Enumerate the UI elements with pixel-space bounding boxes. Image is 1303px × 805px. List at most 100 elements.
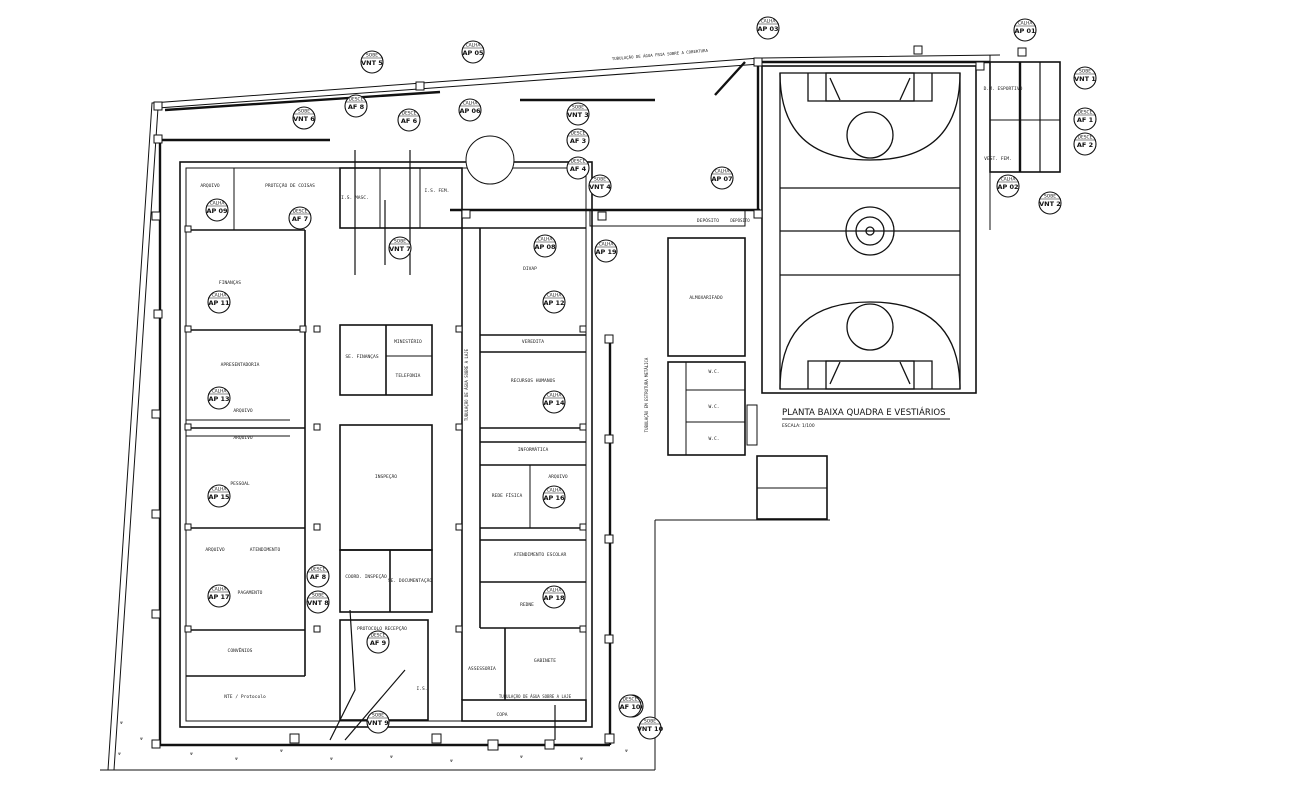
room-label: ATENDIMENTO ESCOLAR: [514, 552, 567, 558]
callout-code: AP 01: [1014, 27, 1036, 35]
svg-text:ᴪ: ᴪ: [190, 752, 193, 757]
callout-code: VNT 6: [293, 115, 315, 123]
callout-code: AF 6: [401, 117, 418, 125]
callout-circle: [388, 236, 412, 260]
room-label: APRESENTADORIA: [221, 362, 260, 368]
callout-kind: SOBE: [594, 177, 606, 183]
room-label: D.M. ESPORTIVO: [984, 86, 1023, 92]
callout-circle: [566, 128, 590, 152]
room-label: W.C.: [708, 404, 719, 410]
callout-code: VNT 2: [1039, 200, 1061, 208]
callout-code: VNT 3: [567, 111, 589, 119]
callout-code: AP 07: [711, 175, 732, 183]
callout-code: AP 12: [543, 299, 564, 307]
svg-text:ᴪ: ᴪ: [120, 721, 123, 726]
callout-circle: [566, 102, 590, 126]
room-label: GABINETE: [534, 658, 556, 664]
callout-circle: [638, 716, 662, 740]
callout-code: VNT 7: [389, 245, 411, 253]
room-label: DIVAP: [523, 266, 537, 272]
callout-circle: [306, 590, 330, 614]
callout-code: AP 19: [595, 248, 617, 256]
room-label: I.S.: [416, 686, 427, 692]
callout-code: AP 17: [208, 593, 229, 601]
room-label: COORD. INSPEÇÃO: [345, 573, 387, 580]
svg-text:ᴪ: ᴪ: [280, 749, 283, 754]
callout-code: AP 06: [459, 107, 481, 115]
callout-circle: [1073, 132, 1097, 156]
svg-text:ᴪ: ᴪ: [625, 749, 628, 754]
room-label: INFORMÁTICA: [518, 446, 549, 453]
callout-circle: [542, 485, 566, 509]
callout-kind: DESCE: [311, 567, 326, 573]
svg-text:ᴪ: ᴪ: [330, 757, 333, 762]
callout-circle: [207, 290, 231, 314]
callout-kind: CALHA: [715, 169, 730, 175]
callout-kind: SOBE: [572, 105, 584, 111]
room-label: FINANÇAS: [219, 280, 241, 286]
callout-circle: [458, 98, 482, 122]
callout-kind: CALHA: [547, 293, 562, 299]
callout-kind: CALHA: [210, 201, 225, 207]
callout-code: AP 09: [206, 207, 228, 215]
room-label: REDNE: [520, 602, 534, 608]
callout-kind: DESCE: [1078, 135, 1093, 141]
callout-code: AP 08: [534, 243, 556, 251]
callout-kind: SOBE: [372, 713, 384, 719]
callout-circle: [1073, 66, 1097, 90]
room-label: PESSOAL: [230, 481, 250, 487]
callout-circle: [618, 694, 642, 718]
room-label: SE. DOCUMENTAÇÃO: [388, 577, 432, 584]
drawing-scale: ESCALA: 1/100: [782, 423, 815, 429]
room-label: COPA: [496, 712, 507, 718]
room-label: ASSESSORIA: [468, 666, 496, 672]
callout-circle: [397, 108, 421, 132]
callout-kind: CALHA: [547, 393, 562, 399]
callout-circle: [207, 584, 231, 608]
room-label: PAGAMENTO: [238, 590, 263, 596]
pipe-network: [158, 60, 1041, 747]
room-label: PROTEÇÃO DE COISAS: [265, 182, 315, 189]
callout-kind: CALHA: [212, 587, 227, 593]
callout-circle: [1038, 191, 1062, 215]
callout-code: AP 18: [543, 594, 565, 602]
callout-kind: CALHA: [463, 101, 478, 107]
room-label: VEREDITA: [522, 339, 544, 345]
callout-code: AF 8: [310, 573, 327, 581]
callout-code: AP 15: [208, 493, 230, 501]
room-label: RECURSOS HUMANOS: [511, 378, 555, 384]
callout-code: VNT 5: [361, 59, 383, 67]
drawing-title-block: PLANTA BAIXA QUADRA E VESTIÁRIOS ESCALA:…: [782, 406, 950, 429]
room-label: I.S. MASC.: [341, 195, 369, 201]
pipe-note: TUBULAÇÃO DE ÁGUA SOBRE A LAJE: [499, 694, 572, 699]
callout-circle: [756, 16, 780, 40]
room-label: W.C.: [708, 369, 719, 375]
callout-code: AP 16: [543, 494, 565, 502]
callout-code: VNT 1: [1074, 75, 1096, 83]
callout-code: AP 03: [757, 25, 778, 33]
room-label: TELEFONIA: [396, 373, 421, 379]
room-label: ARQUIVO: [548, 474, 568, 480]
pipe-note: TUBULAÇÃO DE ÁGUA FRIA SOBRE A COBERTURA: [612, 48, 709, 61]
svg-text:ᴪ: ᴪ: [390, 755, 393, 760]
callout-kind: DESCE: [349, 97, 364, 103]
room-label: ARQUIVO: [233, 408, 253, 414]
